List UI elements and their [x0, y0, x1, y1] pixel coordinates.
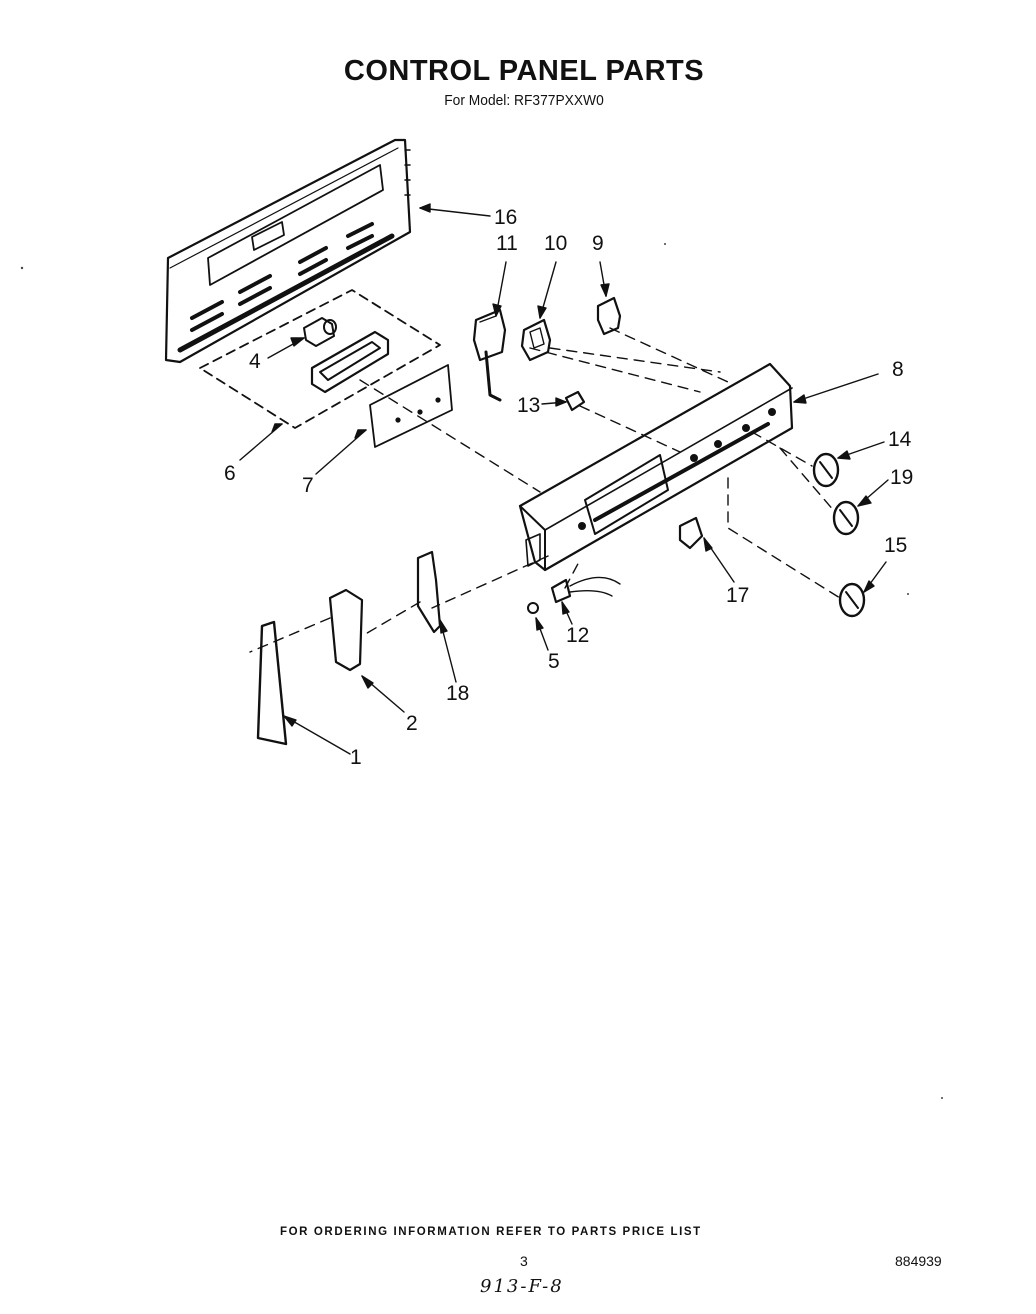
assembly-lines [249, 327, 841, 653]
ordering-note: FOR ORDERING INFORMATION REFER TO PARTS … [280, 1226, 702, 1238]
part-18-bracket [416, 550, 442, 634]
page-number: 3 [520, 1253, 528, 1269]
callout-6: 6 [224, 462, 236, 485]
callout-1: 1 [350, 746, 362, 769]
callout-2: 2 [406, 712, 418, 735]
part-13-terminal-block [564, 390, 586, 412]
callout-17: 17 [726, 584, 749, 607]
callout-9: 9 [592, 232, 604, 255]
part-8-control-panel [518, 362, 794, 572]
callout-numbers: 16 11 10 9 4 8 13 14 6 7 19 17 15 12 5 1… [224, 206, 913, 769]
callout-7: 7 [302, 474, 314, 497]
leader-lines [239, 203, 889, 755]
part-6-dashed-outline [199, 289, 441, 429]
part-14-knob [812, 452, 840, 488]
callout-14: 14 [888, 428, 912, 451]
part-1-side-trim [256, 620, 288, 746]
callout-12: 12 [566, 624, 589, 647]
page-title: CONTROL PANEL PARTS [343, 55, 705, 87]
callout-4: 4 [249, 350, 261, 373]
scan-specks [20, 243, 943, 1099]
part-16-backguard-panel [164, 138, 412, 364]
callout-15: 15 [884, 534, 907, 557]
part-19-knob [832, 500, 860, 536]
document-number: 884939 [895, 1253, 942, 1269]
part-5-grommet [527, 602, 539, 614]
part-7-display-module [310, 330, 453, 448]
part-2-end-cap [328, 588, 364, 672]
model-subtitle: For Model: RF377PXXW0 [444, 92, 604, 109]
part-12-connector [550, 576, 621, 604]
callout-10: 10 [544, 232, 567, 255]
callout-5: 5 [548, 650, 560, 673]
part-4-clock-knob [303, 317, 337, 347]
callout-19: 19 [890, 466, 913, 489]
callout-16: 16 [494, 206, 517, 229]
part-15-knob [838, 582, 866, 618]
callout-8: 8 [892, 358, 904, 381]
callout-18: 18 [446, 682, 469, 705]
part-11-switch [472, 308, 507, 402]
handwritten-code: 913-F-8 [480, 1276, 564, 1297]
part-9-switch [596, 289, 622, 336]
part-10-switch [520, 318, 552, 362]
part-17-knob [678, 516, 704, 550]
callout-13: 13 [517, 394, 540, 417]
callout-11: 11 [496, 232, 518, 255]
